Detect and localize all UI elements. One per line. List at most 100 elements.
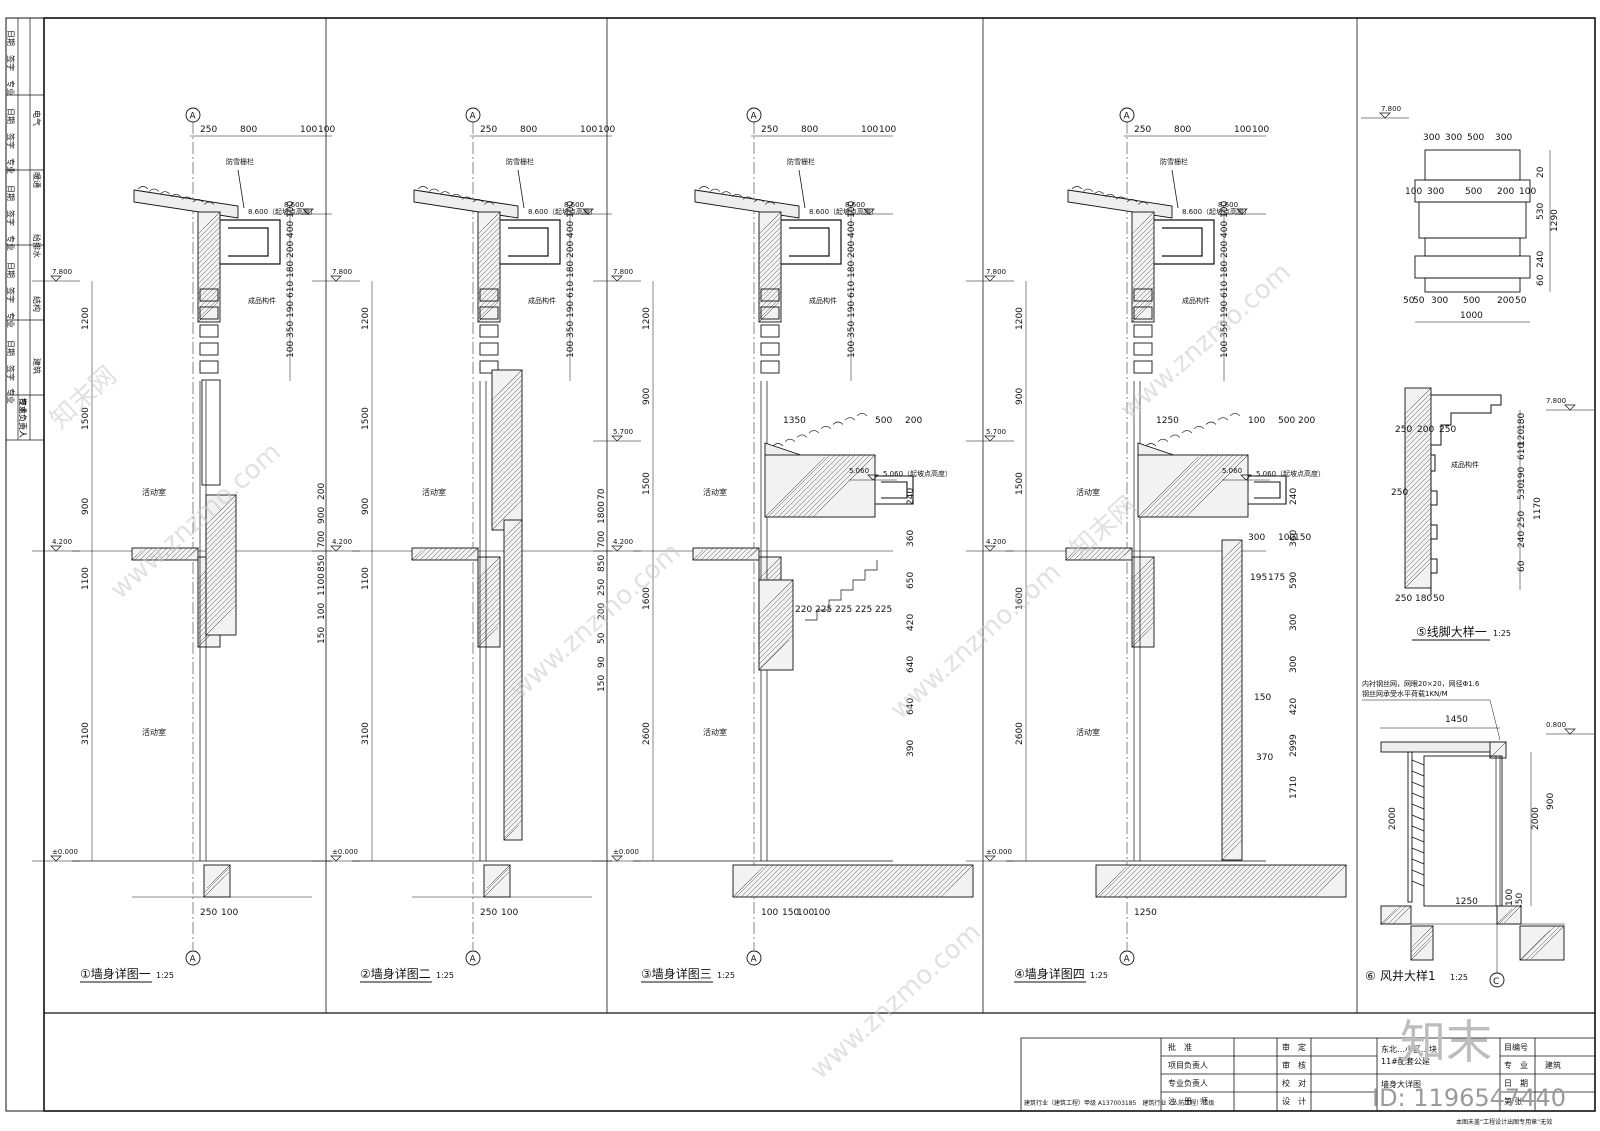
hatch-line <box>503 544 523 564</box>
detail-dimension: 70 <box>597 488 607 500</box>
level-note: 8.600（起坡点高度） <box>528 207 597 216</box>
hatch-line <box>1404 547 1432 575</box>
roof-tile <box>1104 194 1116 198</box>
hatch-line <box>477 596 501 620</box>
hatch-line <box>1278 864 1312 898</box>
rail-note: 防雪栅栏 <box>506 157 534 166</box>
hatch-line <box>1233 864 1267 898</box>
roof-slab <box>1067 189 1173 219</box>
hatch-line <box>1221 714 1243 736</box>
hatch-line <box>205 504 237 536</box>
hatch-line <box>1131 626 1153 648</box>
hatch-line <box>1221 569 1243 591</box>
hatch-line <box>179 547 193 561</box>
hatch-line <box>1213 864 1247 898</box>
hatch-line <box>503 604 523 624</box>
footing-left <box>1410 925 1434 961</box>
level-label: ±0.000 <box>986 848 1012 856</box>
hatch-line <box>1131 271 1155 295</box>
width-dimension: 1450 <box>1445 715 1468 725</box>
level-marker: ±0.000 <box>32 848 80 862</box>
hatch-line <box>474 547 479 552</box>
hatch-line <box>503 599 523 619</box>
hatch-line <box>745 547 759 561</box>
hatch-line <box>1221 709 1243 731</box>
vent-louver <box>1411 759 1425 766</box>
axis-label: A <box>470 955 477 965</box>
level-marker: 5.060 <box>1222 467 1270 481</box>
hatch-line <box>503 629 523 649</box>
part-note: 成品构件 <box>248 296 276 305</box>
hatch-line <box>1221 694 1243 716</box>
hatch-line <box>1404 442 1432 470</box>
hatch-line <box>1404 437 1432 465</box>
hatch-line <box>1410 939 1432 961</box>
exterior-wall <box>1131 556 1155 648</box>
level-triangle <box>582 208 594 215</box>
vent-louver <box>1411 825 1425 832</box>
hatch-line <box>1131 251 1155 275</box>
detail-dimension: 200 <box>566 241 576 258</box>
level-triangle <box>984 275 996 282</box>
hatch-line <box>491 404 523 436</box>
tb-cert: 建筑行业（建筑工程）甲级 A137003185 建筑行业（人防工程）乙级 <box>1024 1099 1214 1107</box>
gutter <box>220 219 281 265</box>
roof-tile <box>1093 191 1105 195</box>
hatch-line <box>1138 864 1172 898</box>
hatch-line <box>805 864 839 898</box>
small-dimension: 450 <box>1515 893 1525 910</box>
hatch-line <box>1253 864 1287 898</box>
part-note: 成品构件 <box>1182 296 1210 305</box>
rail-note: 防雪栅栏 <box>787 157 815 166</box>
lower-wall <box>758 579 794 671</box>
hatch-line <box>780 864 814 898</box>
hatch-line <box>1221 764 1243 786</box>
canopy-gutter <box>875 475 914 505</box>
hatch-line <box>760 864 794 898</box>
hatch-line <box>1151 211 1155 215</box>
hatch-line <box>1404 557 1432 585</box>
molding-block <box>199 360 219 374</box>
detail-dimension: 700 <box>597 531 607 548</box>
hatch-line <box>1078 547 1092 561</box>
detail-dimension: 640 <box>906 656 916 673</box>
hatch-line <box>197 236 221 260</box>
roof-tile <box>731 194 743 198</box>
hatch-line <box>1088 547 1102 561</box>
hatch-line <box>217 211 221 215</box>
vertical-dimension: 900 <box>361 498 371 515</box>
top-dimension: 100 <box>1252 125 1269 135</box>
hatch-line <box>444 547 458 561</box>
level-triangle <box>1236 208 1248 215</box>
roof-tile <box>772 443 784 447</box>
detail-dimension: 300 <box>1289 614 1299 631</box>
hatch-line <box>205 599 237 631</box>
roof-tile <box>1137 201 1149 205</box>
hatch-line <box>477 566 501 590</box>
watermark-url: www.znzmo.com <box>505 537 687 705</box>
profile-right-dimension: 530 <box>1517 483 1527 500</box>
vertical-dimension: 1500 <box>81 407 91 430</box>
level-triangle <box>984 855 996 862</box>
snow-rail <box>237 169 245 209</box>
top-beam <box>1489 741 1507 759</box>
hatch-line <box>1175 454 1239 518</box>
molding-top <box>1424 149 1521 181</box>
hatch-line <box>503 769 523 789</box>
hatch-line <box>758 256 782 280</box>
hatch-line <box>503 819 523 839</box>
top-dimension: 100 <box>1234 125 1251 135</box>
hatch-line <box>503 679 523 699</box>
sidebar-cell: 专业 <box>6 388 16 404</box>
hatch-line <box>1158 864 1192 898</box>
stepped-molding <box>805 560 878 621</box>
hatch-line <box>1404 517 1432 545</box>
vertical-dimension: 1200 <box>81 307 91 330</box>
hatch-line <box>194 547 199 552</box>
hatch-line <box>477 606 501 630</box>
hatch-line <box>503 774 523 794</box>
room-label: 活动室 <box>142 727 166 737</box>
hatch-line <box>1221 574 1243 596</box>
hatch-line <box>758 271 782 295</box>
